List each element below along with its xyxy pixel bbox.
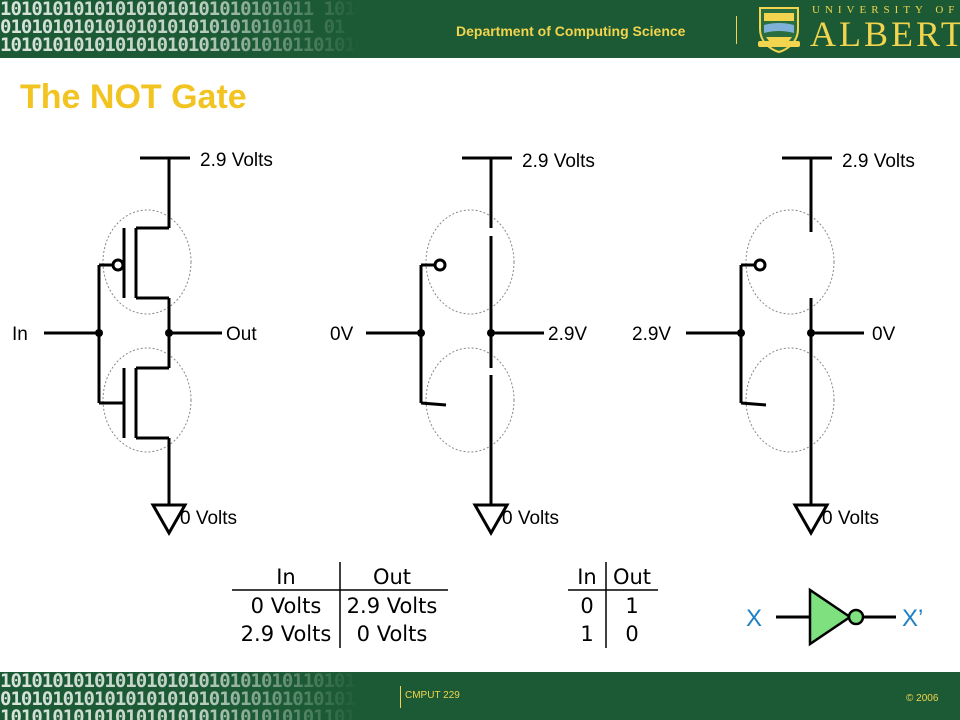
slide-footer: 1010101010101010101010101010110101 01010… <box>0 672 960 720</box>
circuit-1-vdd-label: 2.9 Volts <box>200 150 273 171</box>
gate-input-label: X <box>746 605 762 632</box>
bits-table-row-1-in: 0 <box>580 594 593 618</box>
circuit-2 <box>366 156 544 537</box>
circuit-1-input-label: In <box>12 324 28 345</box>
department-name: Department of Computing Science <box>456 23 686 39</box>
slide-header: 101010101010101010101010101011 1010 0101… <box>0 0 960 58</box>
circuit-3-gnd-label: 0 Volts <box>822 508 879 529</box>
volts-table-row-1-out: 2.9 Volts <box>347 594 438 618</box>
bits-table-row-2-in: 1 <box>580 622 593 646</box>
circuit-2-gnd-label: 0 Volts <box>502 508 559 529</box>
truth-table-volts: In Out 0 Volts 2.9 Volts 2.9 Volts 0 Vol… <box>232 562 448 648</box>
circuit-2-vdd-label: 2.9 Volts <box>522 151 595 172</box>
university-label-small: UNIVERSITY OF <box>812 4 960 16</box>
circuit-3-vdd-label: 2.9 Volts <box>842 151 915 172</box>
volts-table-row-2-in: 2.9 Volts <box>241 622 332 646</box>
volts-table-header-out: Out <box>373 565 411 589</box>
circuit-3-input-label: 2.9V <box>632 324 671 345</box>
volts-table-row-2-out: 0 Volts <box>357 622 428 646</box>
footer-binary-pattern: 1010101010101010101010101010110101 01010… <box>0 672 360 720</box>
bits-table-header-in: In <box>577 565 597 589</box>
bits-table-header-out: Out <box>613 565 651 589</box>
volts-table-header-in: In <box>276 565 296 589</box>
footer-divider <box>400 686 401 708</box>
course-code: CMPUT 229 <box>405 690 460 701</box>
circuit-1 <box>44 156 222 537</box>
header-divider <box>736 16 737 44</box>
circuit-2-input-label: 0V <box>330 324 354 345</box>
university-label-large: ALBERTA <box>810 14 960 54</box>
university-shield-icon <box>758 7 800 53</box>
not-gate-symbol: X X’ <box>746 587 923 647</box>
circuit-3-output-label: 0V <box>872 324 896 345</box>
circuit-3 <box>686 156 864 537</box>
bits-table-row-2-out: 0 <box>625 622 638 646</box>
circuit-2-output-label: 2.9V <box>548 324 587 345</box>
circuit-1-gnd-label: 0 Volts <box>180 508 237 529</box>
circuit-1-output-label: Out <box>226 324 257 345</box>
copyright: © 2006 <box>906 693 939 704</box>
gate-output-label: X’ <box>902 605 923 632</box>
bits-table-row-1-out: 1 <box>625 594 638 618</box>
truth-table-bits: In Out 0 1 1 0 <box>568 562 658 648</box>
slide-title: The NOT Gate <box>20 78 247 116</box>
volts-table-row-1-in: 0 Volts <box>251 594 322 618</box>
header-binary-pattern: 101010101010101010101010101011 1010 0101… <box>0 0 360 58</box>
